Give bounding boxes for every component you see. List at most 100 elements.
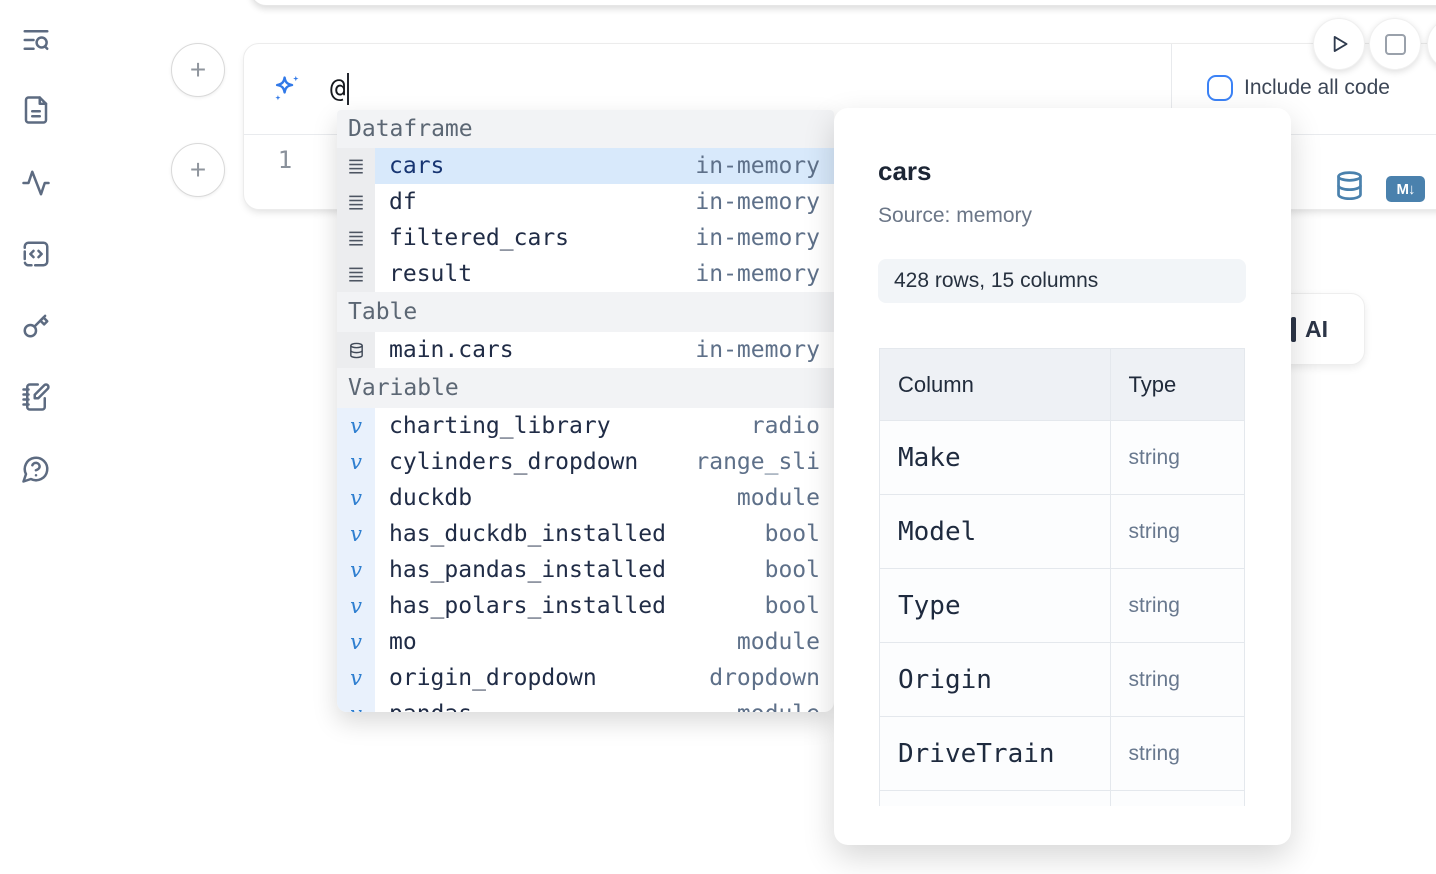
schema-column-type: string [1109,642,1246,717]
schema-column-name: Make [879,420,1111,495]
autocomplete-item[interactable]: v origin_dropdown dropdown [337,660,834,696]
stop-icon [1384,33,1406,55]
schema-column-type: string [1109,420,1246,495]
variable-icon: v [350,449,362,474]
schema-column-type: string [1109,716,1246,791]
autocomplete-item[interactable]: v cylinders_dropdown range_sli [337,444,834,480]
text-search-icon[interactable] [21,25,51,55]
divider [1171,44,1172,134]
schema-column-type: string [1109,568,1246,643]
item-type: in-memory [695,189,820,215]
ai-prompt-input[interactable]: @ [330,70,350,108]
item-name: filtered_cars [389,225,570,251]
item-name: df [389,189,417,215]
item-name: has_polars_installed [389,593,666,619]
key-icon[interactable] [21,310,51,340]
activity-icon[interactable] [21,168,51,198]
item-type: range_sli [695,449,820,475]
play-icon [1333,36,1348,52]
database-icon [349,342,363,358]
item-type: in-memory [695,337,820,363]
include-all-code-label: Include all code [1244,76,1390,99]
autocomplete-item[interactable]: filtered_cars in-memory [337,220,834,256]
item-type: bool [764,557,820,583]
variable-icon: v [350,521,362,546]
item-name: has_duckdb_installed [389,521,666,547]
autocomplete-item[interactable]: v duckdb module [337,480,834,516]
include-all-code-checkbox[interactable] [1207,75,1233,101]
markdown-icon[interactable]: M↓ [1386,176,1425,202]
schema-column-name: Type [879,568,1111,643]
item-type: dropdown [709,665,820,691]
autocomplete-section-header: Dataframe [337,110,834,148]
dataframe-icon [349,159,363,174]
item-name: cylinders_dropdown [389,449,639,475]
autocomplete-section-header: Table [337,292,834,332]
variable-icon: v [350,557,362,582]
schema-column-name: Model [879,494,1111,569]
previous-cell-edge [250,0,1436,6]
item-name: has_pandas_installed [389,557,666,583]
item-type: module [736,485,820,511]
variable-icon: v [350,629,362,654]
type-header: Type [1109,348,1246,421]
item-name: cars [389,153,445,179]
item-name: duckdb [389,485,473,511]
schema-column-name: Origin [879,642,1111,717]
code-square-icon[interactable] [21,239,51,269]
autocomplete-item[interactable]: v mo module [337,624,834,660]
preview-source: Source: memory [878,204,1033,227]
autocomplete-item[interactable]: v has_polars_installed bool [337,588,834,624]
item-name: origin_dropdown [389,665,597,691]
item-name: mo [389,629,417,655]
schema-row-partial [879,790,1246,806]
text-caret [346,73,350,105]
notebook-pen-icon[interactable] [21,382,51,412]
variable-icon: v [350,665,362,690]
item-type: in-memory [695,225,820,251]
run-cell-button[interactable] [1313,18,1365,70]
variable-icon: v [350,593,362,618]
preview-title: cars [878,156,932,186]
item-type: bool [764,593,820,619]
item-type: in-memory [695,261,820,287]
help-chat-icon[interactable] [21,454,51,484]
autocomplete-item[interactable]: v has_pandas_installed bool [337,552,834,588]
item-type: module [736,629,820,655]
item-name: main.cars [389,337,514,363]
file-text-icon[interactable] [21,95,51,125]
autocomplete-item[interactable]: main.cars in-memory [337,332,834,368]
stop-button[interactable] [1369,18,1421,70]
datasource-icon[interactable] [1334,170,1365,201]
column-header: Column [879,348,1111,421]
autocomplete-section-header: Variable [337,368,834,408]
line-number: 1 [277,146,293,174]
autocomplete-item[interactable]: cars in-memory [337,148,834,184]
dataframe-icon [349,195,363,210]
autocomplete-item[interactable]: vpandasmodule [337,696,834,712]
add-cell-above-button[interactable]: + [171,43,225,97]
ai-button-label: AI [1305,315,1328,342]
sparkles-icon [271,73,303,105]
item-type: in-memory [695,153,820,179]
variable-icon: v [350,703,362,712]
dataframe-preview-panel: cars Source: memory 428 rows, 15 columns… [834,108,1291,845]
add-cell-below-button[interactable]: + [171,143,225,197]
autocomplete-item[interactable]: df in-memory [337,184,834,220]
variable-icon: v [350,485,362,510]
variable-icon: v [350,413,362,438]
item-name: pandas [389,701,472,712]
shape-badge: 428 rows, 15 columns [878,259,1246,303]
schema-column-name: DriveTrain [879,716,1111,791]
schema-column-type: string [1109,494,1246,569]
